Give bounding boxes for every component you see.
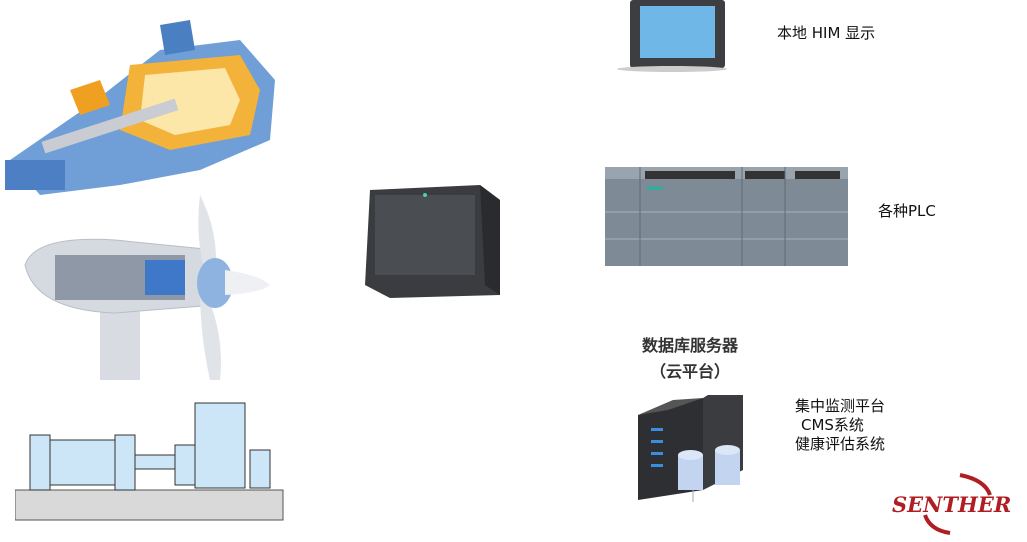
plc-label: 各种PLC — [878, 202, 936, 220]
platform-line: 集中监测平台 — [795, 397, 886, 415]
steam-turbine-image — [5, 20, 275, 195]
platform-line: CMS系统 — [801, 416, 864, 434]
platform-line: 健康评估系统 — [795, 435, 886, 453]
server-subtitle: （云平台） — [649, 362, 730, 381]
motor-pump-train-image — [15, 402, 284, 521]
platform-list: 集中监测平台 CMS系统 健康评估系统 — [795, 397, 885, 454]
logo-text: SENTHER — [892, 492, 1012, 517]
edge-gateway-device-image — [365, 185, 500, 298]
server-title: 数据库服务器 — [641, 336, 738, 355]
plc-modules-image — [605, 167, 848, 266]
hmi-touch-panel-image — [617, 0, 727, 72]
logo-swirl-icon — [923, 473, 992, 535]
wind-turbine-image — [24, 195, 270, 380]
senther-logo: SENTHER — [890, 470, 1020, 538]
database-server-image — [638, 395, 743, 502]
hmi-label: 本地 HIM 显示 — [777, 24, 876, 42]
